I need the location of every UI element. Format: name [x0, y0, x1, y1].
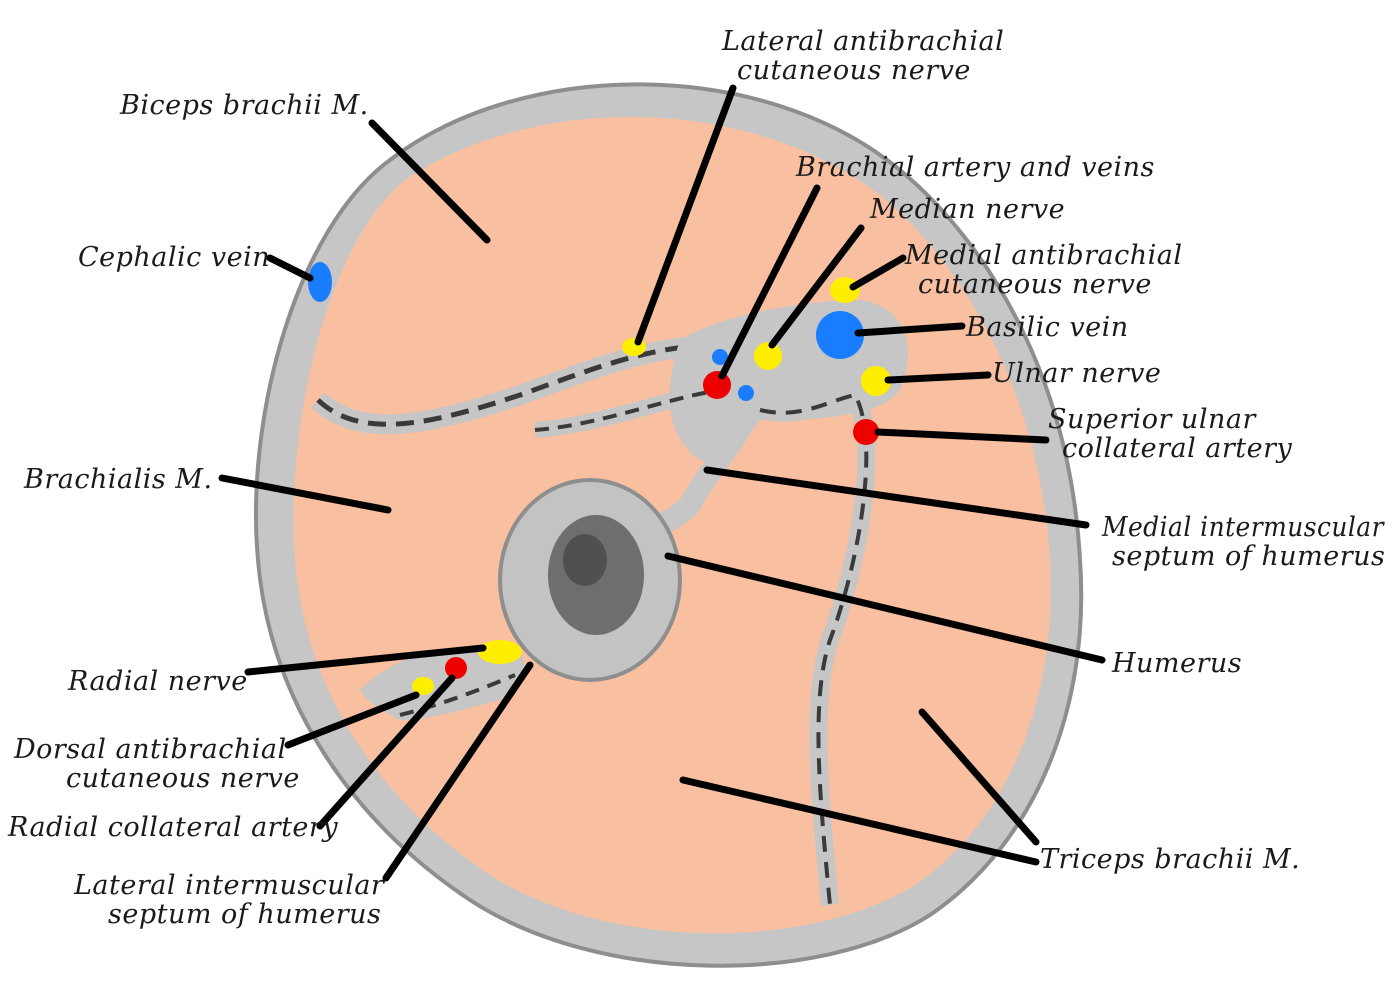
ulnar-nerve-mark	[861, 366, 891, 396]
leader-basilic	[854, 322, 966, 337]
label-ulnar-nerve: Ulnar nerve	[992, 358, 1161, 389]
leader-lateral-septum	[382, 661, 534, 882]
label-biceps: Biceps brachii M.	[119, 90, 369, 121]
leader-dorsal-antibrachial	[284, 691, 420, 749]
leader-superior-ulnar	[874, 428, 1050, 444]
labels: Lateral antibrachial cutaneous nerve Bic…	[7, 26, 1385, 930]
leader-medial-septum	[703, 466, 1090, 529]
label-basilic-vein: Basilic vein	[965, 312, 1129, 343]
brachial-artery-mark	[703, 371, 731, 399]
label-superior-ulnar: Superior ulnar collateral artery	[1048, 404, 1293, 464]
leader-radial-nerve	[244, 644, 487, 676]
radial-nerve-mark	[478, 640, 522, 664]
leader-cephalic	[266, 254, 314, 282]
lateral-septum-dark	[399, 673, 516, 717]
brachial-vein-mark-1	[712, 349, 728, 365]
leader-biceps	[368, 119, 491, 244]
medial-antibrachial-nerve-mark	[830, 277, 860, 303]
leader-radial-collateral	[316, 674, 456, 830]
humerus-marrow-inner	[563, 534, 607, 586]
label-cephalic-vein: Cephalic vein	[78, 242, 270, 273]
leader-lateral-antibrachial	[634, 84, 737, 346]
medial-septum	[655, 414, 755, 535]
dorsal-antibrachial-nerve-mark	[412, 677, 434, 695]
label-lateral-antibrachial: Lateral antibrachial cutaneous nerve	[721, 26, 1013, 86]
label-brachial-artery: Brachial artery and veins	[795, 152, 1155, 183]
outer-fascia-edge	[254, 82, 1084, 968]
label-median-nerve: Median nerve	[869, 194, 1065, 225]
leader-triceps-1	[679, 776, 1040, 866]
label-medial-antibrachial: Medial antibrachial cutaneous nerve	[904, 240, 1192, 300]
label-lateral-septum: Lateral intermuscular septum of humerus	[73, 870, 393, 930]
lateral-antibrachial-nerve-mark	[622, 338, 646, 356]
leader-triceps-2	[918, 708, 1040, 846]
median-nerve-mark	[754, 342, 782, 370]
label-dorsal-antibrachial: Dorsal antibrachial cutaneous nerve	[13, 734, 300, 794]
leader-median	[768, 224, 865, 349]
brachial-vein-mark-2	[738, 385, 754, 401]
label-medial-septum-line2: septum of humerus	[1112, 541, 1385, 572]
label-humerus: Humerus	[1111, 648, 1242, 679]
label-radial-nerve: Radial nerve	[67, 666, 248, 697]
leader-medial-antibrachial	[849, 254, 907, 291]
superior-ulnar-artery-mark	[853, 419, 879, 445]
leader-ulnar	[884, 371, 992, 384]
basilic-vein-mark	[816, 311, 864, 359]
humerus-cortex-edge	[498, 478, 682, 682]
brachialis-septum-dark	[534, 388, 721, 432]
label-triceps: Triceps brachii M.	[1040, 844, 1300, 875]
leader-brachialis	[218, 474, 392, 514]
radial-collateral-artery-mark	[445, 657, 467, 679]
biceps-septum-dark	[316, 342, 721, 427]
leader-lines	[218, 84, 1106, 882]
label-radial-collateral: Radial collateral artery	[7, 812, 338, 843]
cephalic-vein-mark	[308, 262, 332, 302]
leader-humerus	[664, 552, 1106, 664]
label-brachialis: Brachialis M.	[23, 464, 213, 495]
leader-brachial	[718, 184, 821, 380]
label-medial-septum: Medial intermuscular	[1101, 512, 1385, 543]
medial-septum-dark	[759, 392, 869, 906]
